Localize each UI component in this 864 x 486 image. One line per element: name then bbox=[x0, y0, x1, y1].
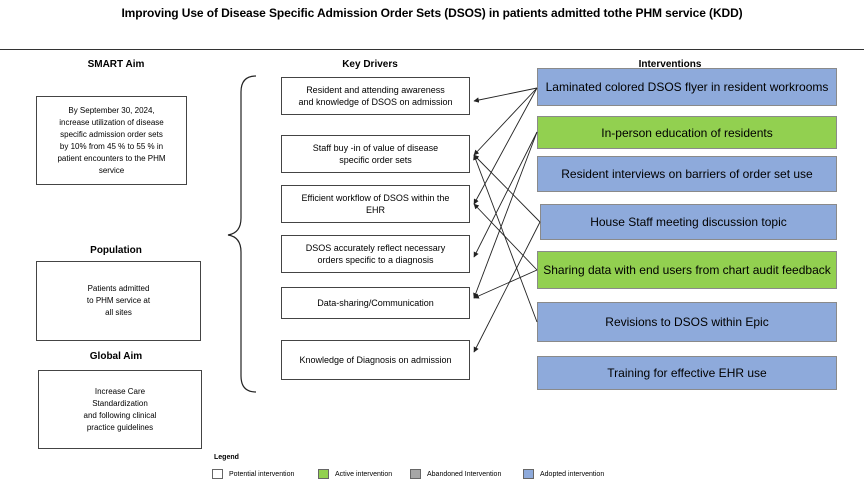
legend-swatch-adopted bbox=[523, 469, 534, 479]
connector-arrow bbox=[473, 154, 541, 223]
key-driver-awareness: Resident and attending awareness and know… bbox=[281, 77, 470, 115]
key-driver-line: specific order sets bbox=[339, 155, 412, 165]
connector-arrow bbox=[473, 87, 538, 156]
key-driver-dsos-accuracy: DSOS accurately reflect necessary orders … bbox=[281, 235, 470, 273]
legend-label: Potential intervention bbox=[229, 470, 295, 478]
key-driver-data-sharing: Data-sharing/Communication bbox=[281, 287, 470, 319]
smart-aim-box: By September 30, 2024, increase utilizat… bbox=[36, 96, 187, 185]
key-driver-line: Knowledge of Diagnosis on admission bbox=[299, 355, 452, 365]
intervention-label: Sharing data with end users from chart a… bbox=[543, 263, 831, 277]
key-driver-line: orders specific to a diagnosis bbox=[317, 255, 434, 265]
title-divider bbox=[0, 49, 864, 50]
legend-label: Active intervention bbox=[335, 470, 393, 478]
interventions-heading: Interventions bbox=[638, 59, 702, 70]
connector-arrow bbox=[473, 203, 538, 271]
global-aim-line: Increase Care bbox=[94, 386, 146, 396]
key-driver-line: Data-sharing/Communication bbox=[317, 298, 434, 308]
global-aim-line: practice guidelines bbox=[86, 422, 154, 432]
connector-arrow bbox=[473, 87, 538, 205]
legend-label: Abandoned Intervention bbox=[427, 470, 502, 478]
intervention-label: Resident interviews on barriers of order… bbox=[561, 167, 813, 181]
key-driver-line: EHR bbox=[365, 205, 385, 215]
legend-potential: Potential intervention bbox=[212, 469, 294, 479]
legend-swatch-potential bbox=[212, 469, 223, 479]
intervention-sharing-data: Sharing data with end users from chart a… bbox=[537, 251, 837, 289]
global-aim-line: Standardization bbox=[92, 398, 148, 408]
connector-arrow bbox=[473, 269, 538, 299]
legend-adopted: Adopted intervention bbox=[523, 469, 604, 479]
intervention-revisions-dsos: Revisions to DSOS within Epic bbox=[537, 302, 837, 342]
key-driver-line: DSOS accurately reflect necessary bbox=[305, 243, 446, 253]
intervention-label: House Staff meeting discussion topic bbox=[590, 215, 787, 229]
intervention-label: Laminated colored DSOS flyer in resident… bbox=[545, 80, 829, 94]
connector-arrow bbox=[473, 221, 541, 353]
intervention-label: Revisions to DSOS within Epic bbox=[605, 315, 769, 329]
population-line: all sites bbox=[105, 308, 132, 317]
legend-abandoned: Abandoned Intervention bbox=[410, 469, 501, 479]
intervention-laminated-flyer: Laminated colored DSOS flyer in resident… bbox=[537, 68, 837, 106]
population-heading: Population bbox=[90, 245, 142, 256]
smart-aim-line: specific admission order sets bbox=[60, 129, 163, 139]
connector-arrow bbox=[473, 131, 538, 299]
connector-arrow bbox=[473, 154, 538, 323]
population-line: Patients admitted bbox=[87, 284, 150, 293]
intervention-label: Training for effective EHR use bbox=[607, 366, 767, 380]
global-aim-line: and following clinical bbox=[83, 410, 157, 420]
links-layer bbox=[473, 87, 541, 353]
global-aim-heading: Global Aim bbox=[89, 351, 143, 362]
smart-aim-line: service bbox=[98, 165, 125, 175]
key-driver-line: Staff buy -in of value of disease bbox=[312, 143, 439, 153]
global-aim-box: Increase Care Standardization and follow… bbox=[38, 370, 202, 449]
legend-active: Active intervention bbox=[318, 469, 392, 479]
key-driver-line: Efficient workflow of DSOS within the bbox=[301, 193, 450, 203]
intervention-ehr-training: Training for effective EHR use bbox=[537, 356, 837, 390]
population-box: Patients admitted to PHM service at all … bbox=[36, 261, 201, 341]
connector-arrow bbox=[473, 87, 538, 103]
population-line: to PHM service at bbox=[86, 296, 151, 305]
intervention-resident-interviews: Resident interviews on barriers of order… bbox=[537, 156, 837, 192]
legend-swatch-abandoned bbox=[410, 469, 421, 479]
connector-arrow bbox=[473, 131, 538, 258]
key-driver-line: Resident and attending awareness bbox=[306, 85, 445, 95]
legend-label: Adopted intervention bbox=[540, 470, 605, 478]
smart-aim-line: by 10% from 45 % to 55 % in bbox=[59, 141, 164, 151]
key-driver-staff-buy-in: Staff buy -in of value of disease specifi… bbox=[281, 135, 470, 173]
legend-swatch-active bbox=[318, 469, 329, 479]
intervention-label: In-person education of residents bbox=[601, 125, 773, 140]
smart-aim-line: patient encounters to the PHM bbox=[57, 153, 166, 163]
smart-aim-line: By September 30, 2024, bbox=[68, 105, 155, 115]
key-drivers-heading: Key Drivers bbox=[342, 59, 398, 70]
smart-aim-line: increase utilization of disease bbox=[59, 117, 164, 127]
smart-aim-heading: SMART Aim bbox=[87, 59, 145, 70]
key-driver-diagnosis-knowledge: Knowledge of Diagnosis on admission bbox=[281, 340, 470, 380]
intervention-house-staff-meeting: House Staff meeting discussion topic bbox=[540, 204, 837, 240]
intervention-in-person-education: In-person education of residents bbox=[537, 116, 837, 149]
key-driver-line: and knowledge of DSOS on admission bbox=[298, 97, 453, 107]
diagram-title: Improving Use of Disease Specific Admiss… bbox=[121, 6, 743, 20]
grouping-brace bbox=[227, 75, 257, 393]
legend-title: Legend bbox=[214, 454, 239, 461]
